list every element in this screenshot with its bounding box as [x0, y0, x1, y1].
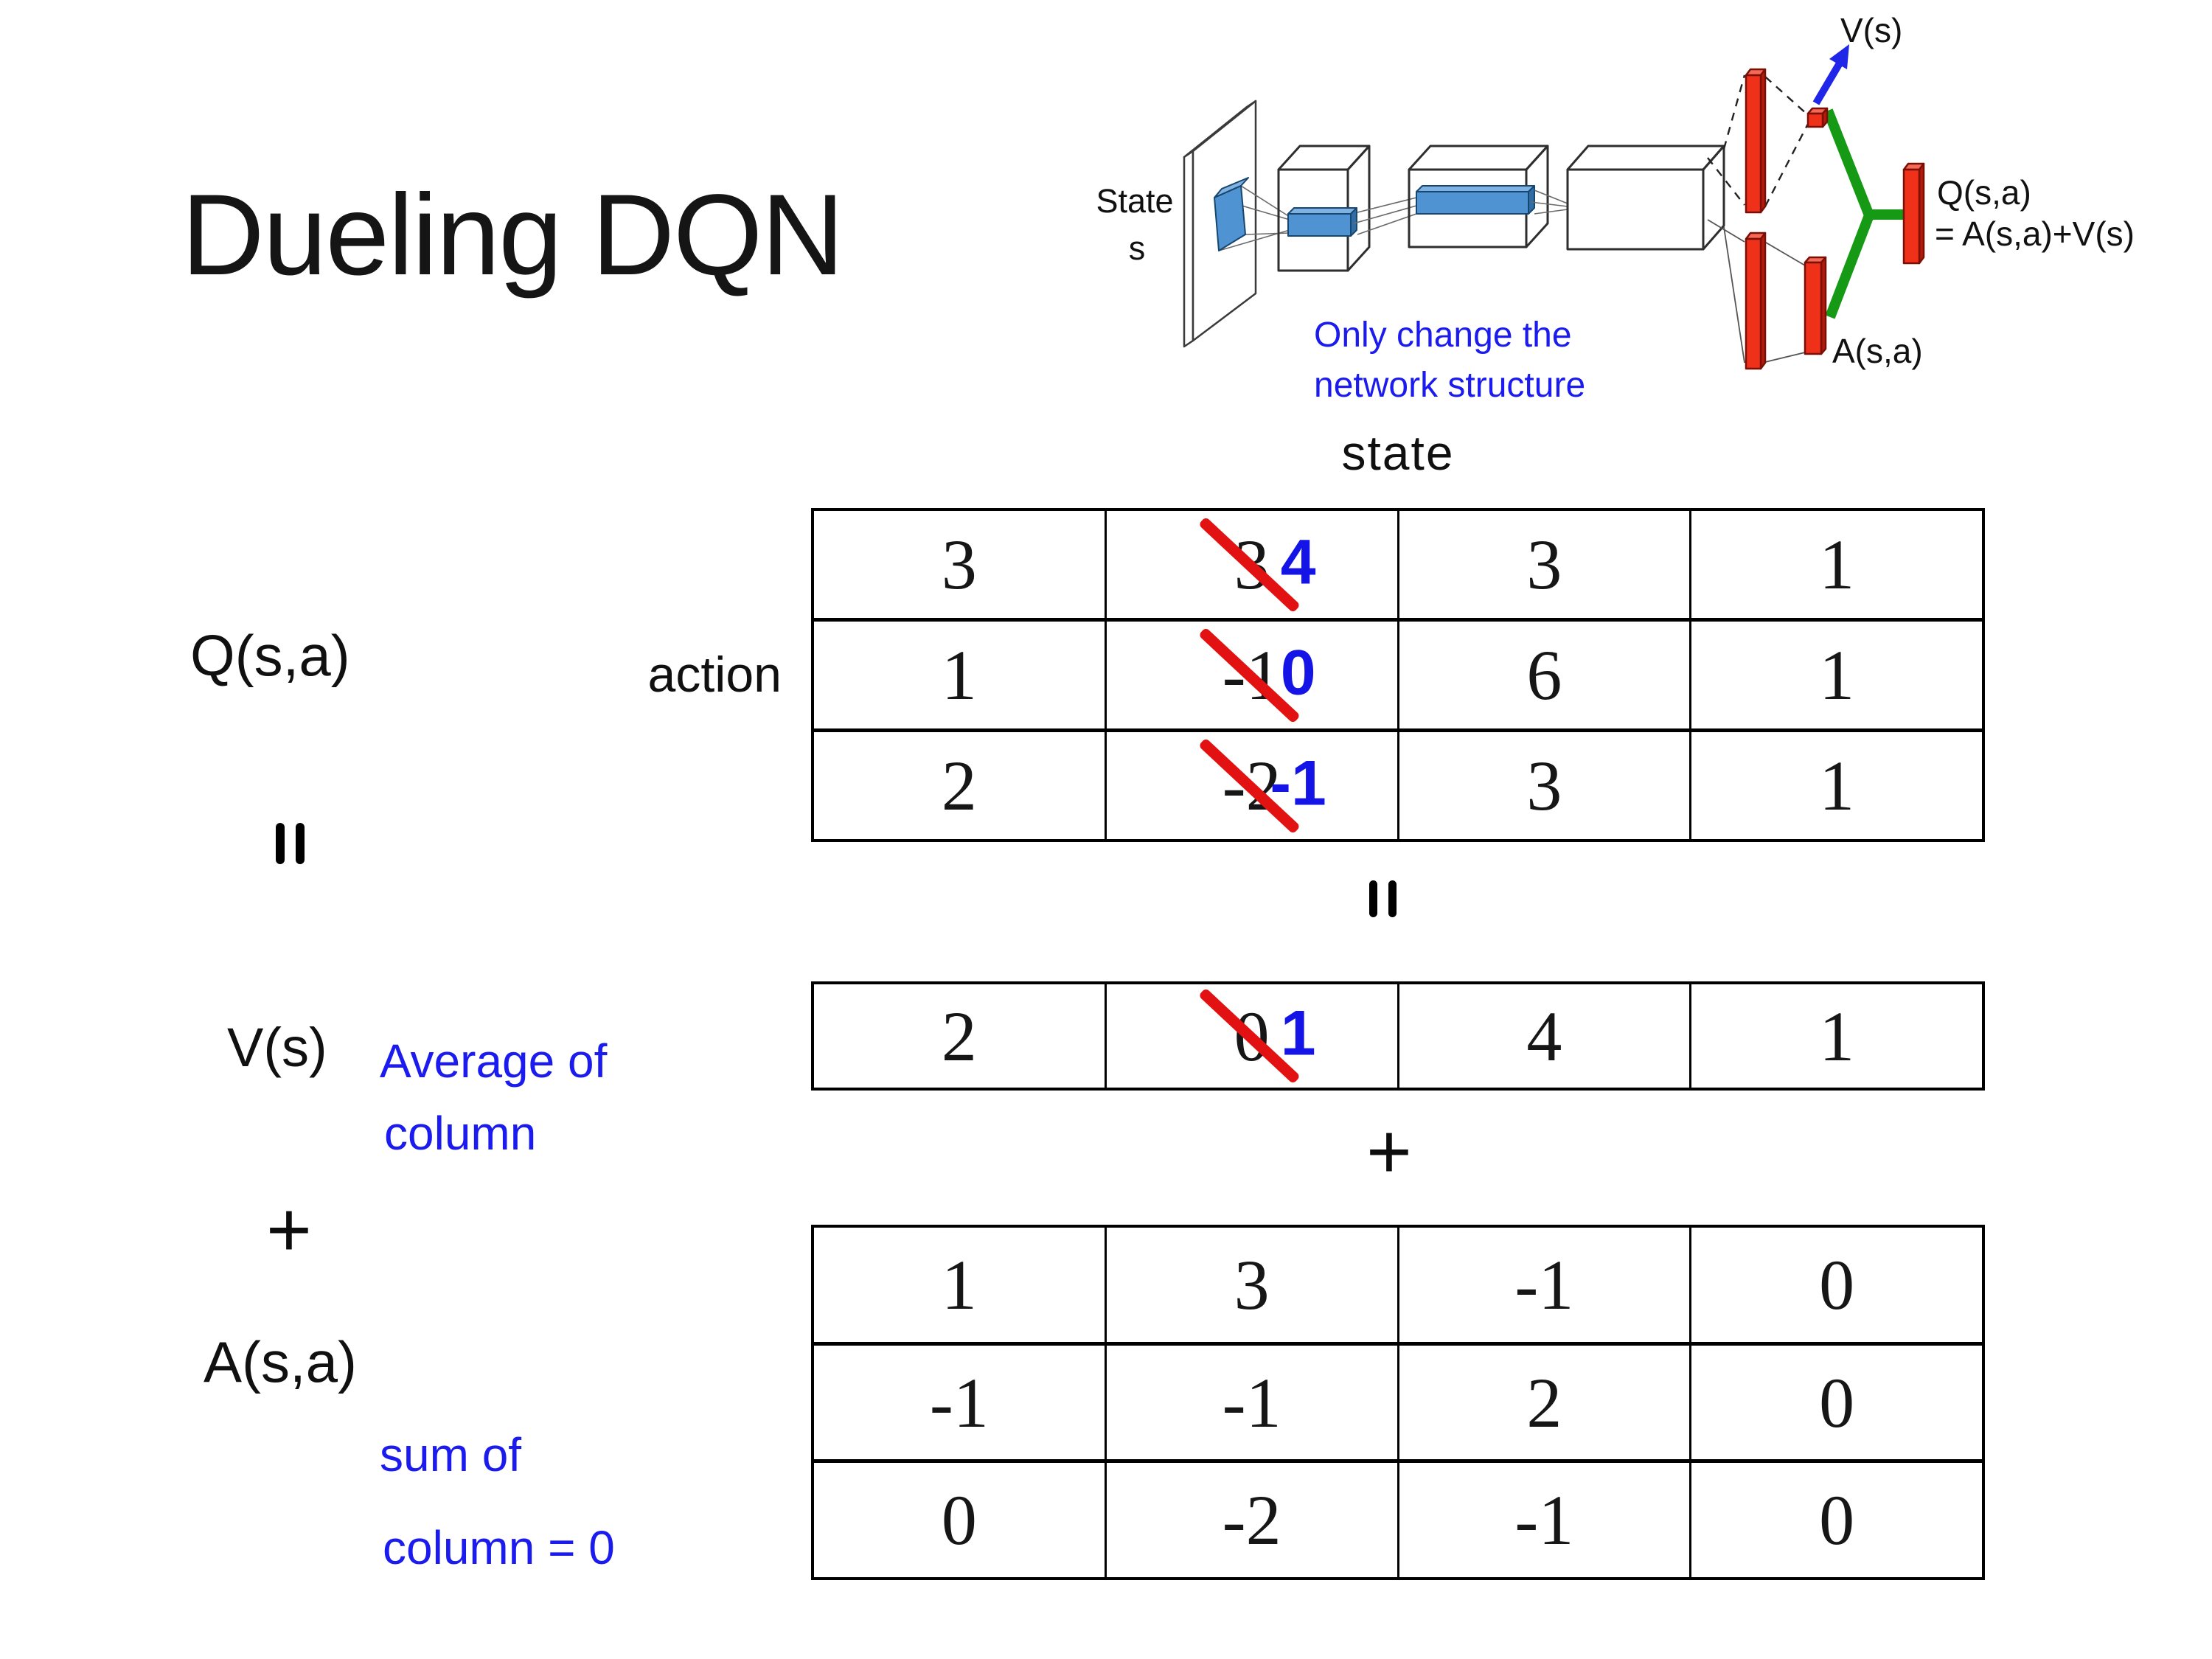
a-cell: 0 [941, 1481, 977, 1560]
diagram-note-line1: Only change the [1314, 316, 1572, 355]
table-row: 2 -2 -1 3 1 [814, 728, 1982, 839]
q-cell: 1 [941, 636, 977, 714]
a-cell: 0 [1689, 1463, 1982, 1578]
table-row: 1 -1 0 6 1 [814, 618, 1982, 728]
v-cell-updated: 0 1 [1104, 984, 1397, 1088]
table-row: 2 0 1 4 1 [814, 984, 1982, 1088]
combine-y-connector [1823, 108, 1905, 319]
feature-bar-2 [1416, 185, 1535, 215]
q-cell-updated: -2 -1 [1104, 732, 1397, 839]
a-function-label: A(s,a) [204, 1329, 358, 1394]
table-row: 0 -2 -1 0 [814, 1459, 1982, 1578]
a-stream-hidden-bar [1745, 232, 1767, 370]
network-diagram: State s V(s) Q(s,a) = A(s,a)+V(s) A(s,a)… [1096, 11, 2135, 405]
a-cell: 0 [1689, 1228, 1982, 1342]
q-value-table: 3 3 4 3 1 1 -1 0 6 1 2 -2 -1 3 1 [811, 508, 1985, 842]
q-function-label: Q(s,a) [190, 623, 350, 688]
q-cell: 1 [1689, 511, 1982, 618]
plus-sign-left: + [266, 1186, 312, 1273]
q-cell: 2 [941, 746, 977, 825]
conv-patch-icon [1214, 177, 1249, 251]
sum-note-line1: sum of [380, 1428, 522, 1481]
a-cell: -2 [1104, 1463, 1397, 1578]
diagram-v-output-label: V(s) [1840, 11, 1902, 49]
diagram-q-output-formula: = A(s,a)+V(s) [1935, 215, 2135, 253]
q-cell: 1 [1689, 732, 1982, 839]
conv-cone-lines-2 [1353, 197, 1417, 235]
q-cell: 6 [1397, 622, 1690, 728]
a-cell: -1 [1397, 1463, 1690, 1578]
state-header: state [1341, 425, 1455, 480]
a-cell: -1 [1397, 1228, 1690, 1342]
page-title: Dueling DQN [181, 171, 844, 299]
equals-bar [1388, 880, 1397, 917]
sum-note-line2: column = 0 [383, 1521, 615, 1574]
updated-value: 4 [1280, 526, 1316, 598]
v-scalar-node [1806, 107, 1829, 128]
a-cell: -1 [929, 1363, 989, 1442]
conv-cone-lines-3 [1530, 189, 1568, 215]
q-cell: 1 [1689, 622, 1982, 728]
v-cell: 1 [1689, 984, 1982, 1088]
v-output-arrow [1812, 44, 1849, 105]
updated-value: 0 [1280, 637, 1316, 709]
equals-rotated-left [276, 823, 305, 864]
table-row: -1 -1 2 0 [814, 1341, 1982, 1460]
diagram-state-s-label: s [1129, 229, 1146, 267]
v-cell: 4 [1397, 984, 1690, 1088]
action-header: action [647, 647, 782, 703]
updated-value: -1 [1270, 748, 1326, 819]
a-value-table: 1 3 -1 0 -1 -1 2 0 0 -2 -1 0 [811, 1225, 1985, 1580]
diagram-q-output-label: Q(s,a) [1937, 173, 2031, 212]
feature-bar-1 [1287, 207, 1357, 237]
q-cell: 3 [1397, 511, 1690, 618]
v-function-label: V(s) [227, 1017, 327, 1078]
a-cell: -1 [1104, 1345, 1397, 1460]
a-vector-bar [1804, 256, 1827, 355]
equals-bar [276, 823, 285, 864]
a-cell: 0 [1689, 1345, 1982, 1460]
v-cell: 2 [941, 996, 977, 1076]
a-stream-lines [1707, 219, 1806, 364]
a-cell: 1 [941, 1245, 977, 1324]
average-note-line1: Average of [380, 1034, 608, 1088]
updated-value: 1 [1280, 998, 1316, 1069]
average-note-line2: column [384, 1107, 537, 1160]
v-value-table: 2 0 1 4 1 [811, 981, 1985, 1091]
v-stream-dashed-lines [1707, 74, 1809, 207]
table-row: 3 3 4 3 1 [814, 511, 1982, 618]
table-row: 1 3 -1 0 [814, 1228, 1982, 1342]
conv-box-1 [1277, 145, 1371, 272]
diagram-state-label: State [1096, 182, 1173, 220]
plus-sign-mid: + [1366, 1108, 1412, 1195]
q-output-bar [1902, 162, 1925, 265]
diagram-a-output-label: A(s,a) [1832, 332, 1923, 370]
fc-box-3 [1566, 145, 1725, 251]
equals-bar [1369, 880, 1377, 917]
v-stream-hidden-bar [1745, 68, 1767, 214]
q-cell-updated: 3 4 [1104, 511, 1397, 618]
equals-bar [296, 823, 305, 864]
q-cell: 3 [941, 525, 977, 604]
q-cell-updated: -1 0 [1104, 622, 1397, 728]
equals-rotated-mid [1369, 880, 1397, 917]
diagram-note-line2: network structure [1314, 366, 1585, 405]
q-cell: 3 [1397, 732, 1690, 839]
a-cell: 3 [1104, 1228, 1397, 1342]
a-cell: 2 [1397, 1345, 1690, 1460]
